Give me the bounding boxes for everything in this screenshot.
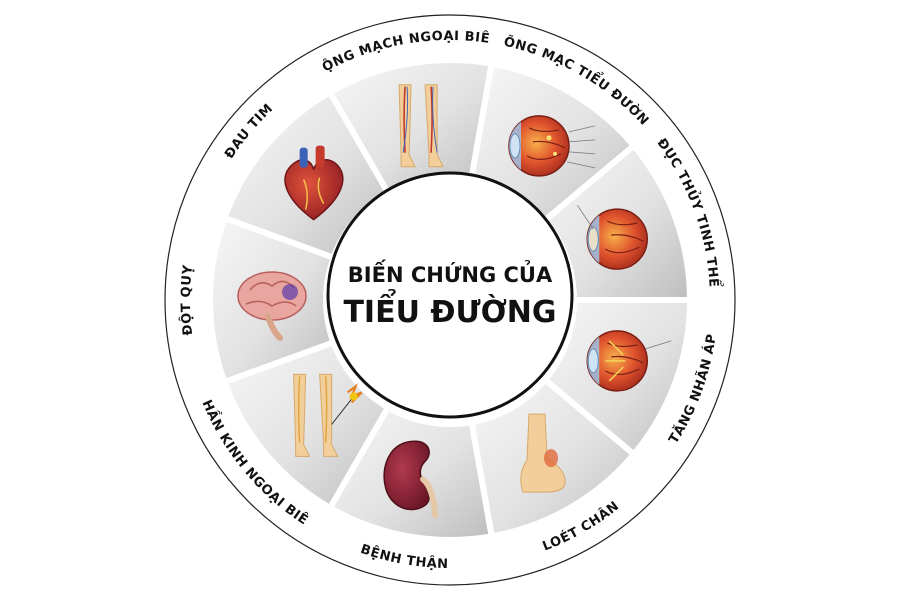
center-title-line1: BIẾN CHỨNG CỦA xyxy=(348,259,553,287)
cataract-eye-icon xyxy=(576,204,649,270)
center-circle xyxy=(326,171,574,419)
foot-ulcer-icon xyxy=(520,413,566,493)
kidney-icon xyxy=(383,440,439,519)
segment-label-dot-quy: ĐỘT QUỴ xyxy=(178,264,196,336)
glaucoma-eye-icon xyxy=(586,330,672,392)
heart-icon xyxy=(284,145,344,221)
icons-layer xyxy=(237,84,672,519)
legs-nerve-icon xyxy=(293,373,363,457)
wedges-layer xyxy=(207,57,694,543)
brain-icon xyxy=(237,271,307,341)
center-title-line2: TIỂU ĐƯỜNG xyxy=(343,289,556,330)
retina-eye-icon xyxy=(508,115,596,177)
wedge-than-kinh xyxy=(220,338,393,512)
legs-arteries-icon xyxy=(398,84,444,168)
